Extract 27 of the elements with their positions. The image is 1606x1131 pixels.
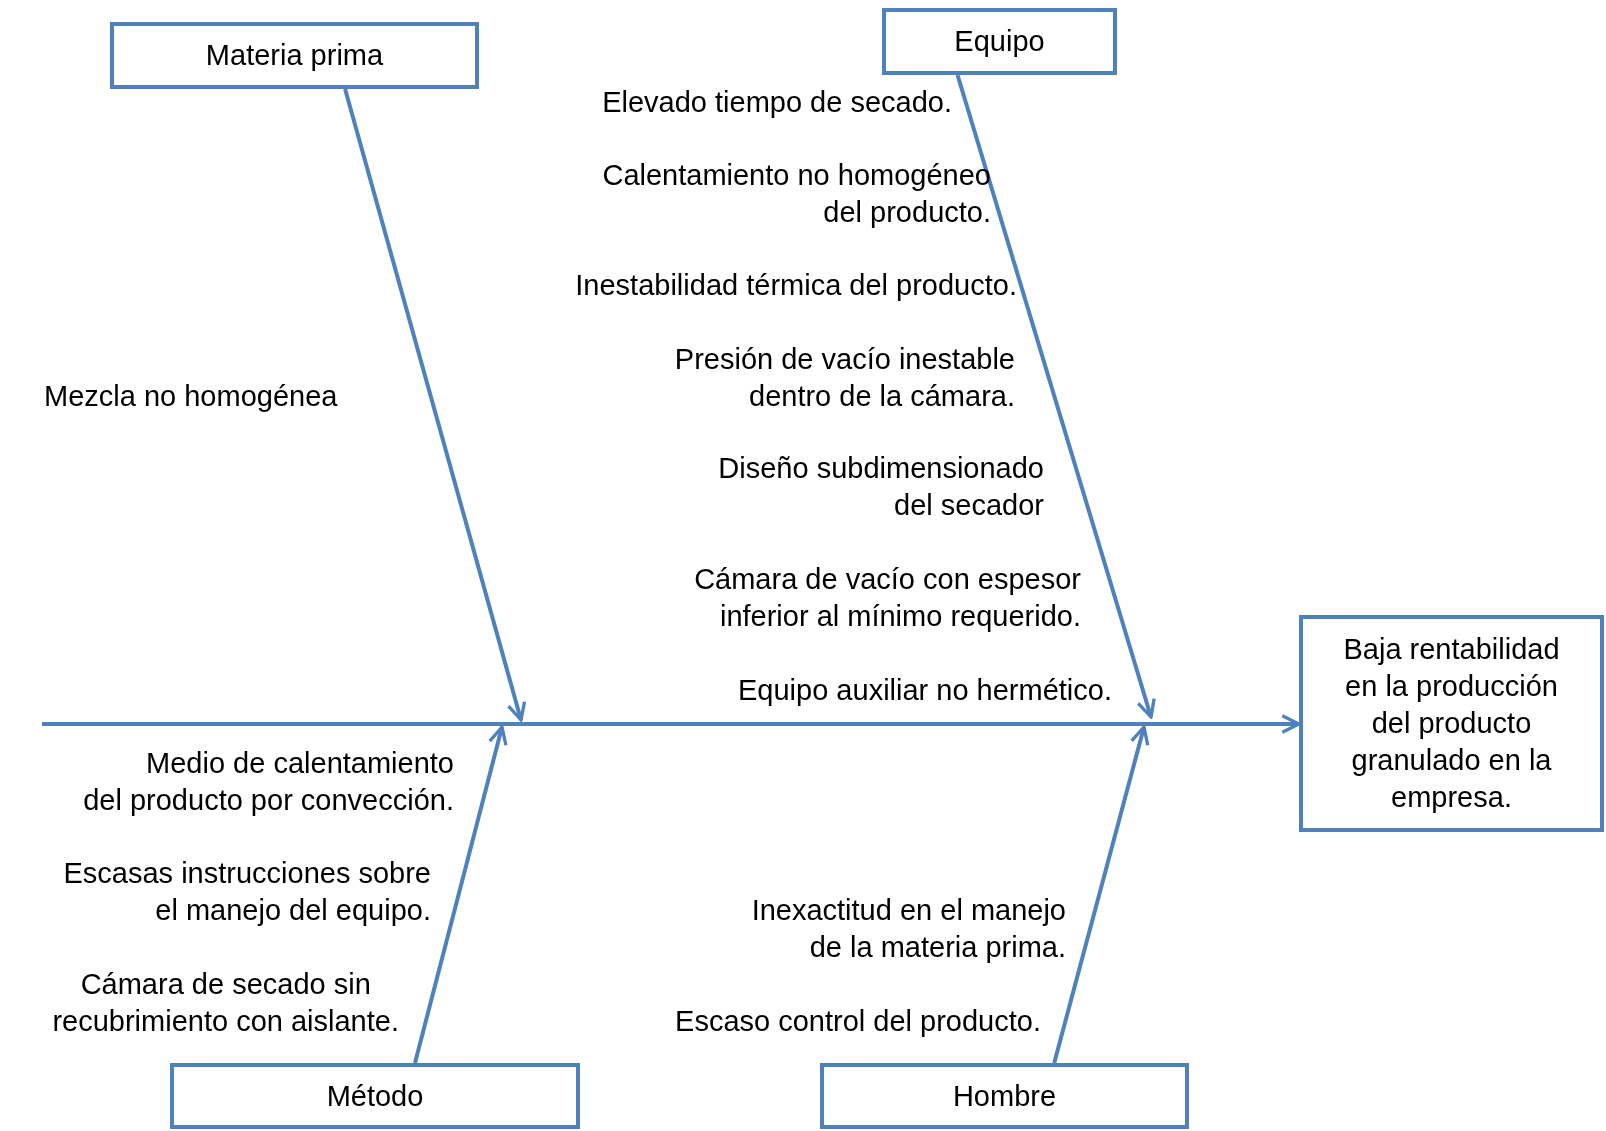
cause-text: Diseño subdimensionado del secador [718, 451, 1044, 523]
category-label: Hombre [952, 1078, 1057, 1114]
category-label: Método [326, 1078, 424, 1114]
effect-text: Baja rentabilidad en la producción del producto granulado en la empresa. [1343, 632, 1560, 815]
cause-text: Presión de vacío inestable dentro de la cámara. [674, 342, 1015, 414]
cause-text: Cámara de secado sin recubrimiento con aislante. [52, 967, 399, 1039]
category-label: Equipo [954, 24, 1045, 59]
cause-text: Escaso control del producto. [675, 1004, 1041, 1039]
category-box [110, 22, 479, 89]
category-box [820, 1063, 1189, 1129]
bone-arrow [1052, 725, 1150, 1064]
bone-arrow [413, 725, 508, 1064]
cause-text: Escasas instrucciones sobre el manejo del equipo. [63, 856, 431, 928]
bone-arrow [343, 88, 527, 722]
spine-arrow [42, 714, 1301, 734]
cause-text: Mezcla no homogénea [44, 379, 338, 414]
category-box [170, 1063, 580, 1129]
cause-text: Cámara de vacío con espesor inferior al mínimo requerido. [694, 562, 1081, 634]
cause-text: Equipo auxiliar no hermético. [738, 673, 1112, 708]
category-label: Materia prima [205, 38, 384, 73]
effect-box [1299, 615, 1604, 832]
cause-text: Inexactitud en el manejo de la materia prima. [751, 893, 1066, 965]
cause-text: Inestabilidad térmica del producto. [575, 268, 1017, 303]
bone-arrow [955, 74, 1156, 719]
cause-text: Elevado tiempo de secado. [602, 85, 952, 120]
cause-text: Medio de calentamiento del producto por convección. [83, 746, 454, 818]
category-box [882, 8, 1117, 75]
